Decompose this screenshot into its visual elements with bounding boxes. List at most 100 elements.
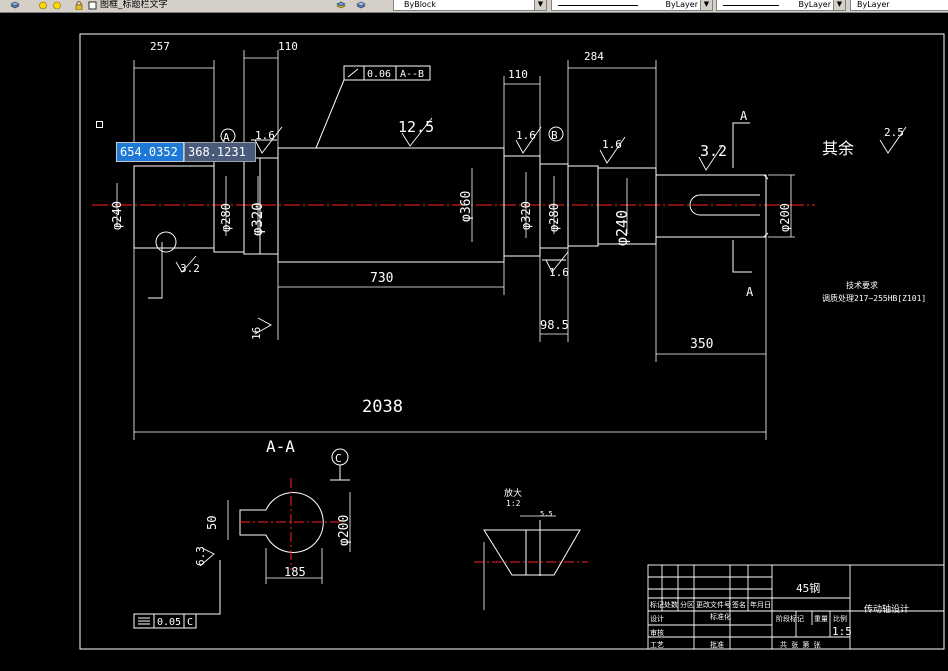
linetype-dropdown[interactable]: ByLayer ▼ (551, 0, 713, 11)
color-value: ByBlock (404, 0, 436, 9)
tb-sheets: 共 张 第 张 (780, 640, 821, 649)
roughness-symbols (148, 117, 907, 567)
layer-name-display[interactable]: 图框_标题栏文字 (100, 0, 168, 10)
detail-dimension: 5.5 (540, 510, 553, 518)
tb-standard: 标准化 (710, 612, 731, 621)
tb-weight: 重量 (814, 615, 828, 623)
tol2-value: 0.05 (157, 617, 181, 628)
material-label: 45钢 (796, 582, 820, 595)
layer-lock-icon[interactable] (74, 1, 84, 10)
rough-1-6-d: 1.6 (549, 266, 569, 279)
chevron-down-icon: ▼ (833, 0, 845, 10)
diam-200: φ200 (778, 203, 792, 232)
tech-requirements-line: 调质处理217~255HB[Z101] (822, 293, 926, 303)
tb-design: 设计 (650, 614, 664, 623)
diam-280-left: φ280 (219, 203, 233, 232)
color-dropdown[interactable]: ByBlock ▼ (393, 0, 547, 11)
tol2-reference: C (187, 617, 193, 628)
rough-3-2-b: 3.2 (700, 142, 727, 160)
diam-200-section: φ200 (337, 515, 352, 546)
tolerance-frame-1 (315, 65, 431, 149)
dim-350: 350 (690, 337, 713, 352)
chevron-down-icon: ▼ (700, 0, 712, 10)
tb-approve: 批准 (710, 640, 724, 649)
rough-1-6-a: 1.6 (255, 129, 275, 142)
section-cut-marks (732, 122, 752, 273)
scale-value: 1:5 (832, 625, 852, 638)
shaft-outline (133, 147, 769, 263)
rest-roughness-label: 其余 (822, 139, 854, 158)
rough-1-6-b: 1.6 (516, 129, 536, 142)
dim-730: 730 (370, 271, 393, 286)
dim-110-right: 110 (508, 68, 528, 81)
dim-110-left: 110 (278, 40, 298, 53)
section-a-a-view (227, 478, 351, 584)
tb-header-1: 处数 (664, 600, 678, 609)
chevron-down-icon: ▼ (534, 0, 546, 10)
dim-284: 284 (584, 50, 604, 63)
rough-16-e: 16 (250, 327, 263, 340)
rough-12-5: 12.5 (398, 118, 434, 136)
datum-markers (220, 126, 564, 481)
drawing-frame (79, 33, 945, 650)
dynamic-input-x[interactable]: 654.0352 (116, 142, 184, 162)
linetype-value: ByLayer (665, 0, 698, 9)
grip-point[interactable] (96, 121, 103, 128)
tol1-value: 0.06 (367, 69, 391, 80)
tb-header-4: 签名 (732, 600, 746, 609)
tb-ratio: 比例 (833, 614, 847, 623)
rough-6-3: 6.3 (194, 546, 207, 566)
detail-view (474, 515, 588, 610)
tol1-reference: A--B (400, 69, 424, 80)
plotstyle-dropdown[interactable]: ByLayer (850, 0, 948, 11)
datum-b-label: B (551, 129, 558, 142)
drawing-name: 传动轴设计 (864, 603, 909, 615)
tb-review: 审核 (650, 628, 664, 637)
diam-280-right: φ280 (547, 203, 561, 232)
section-a-bottom-label: A (746, 285, 754, 299)
dim-2038: 2038 (362, 397, 403, 417)
dim-98-5: 98.5 (540, 318, 569, 332)
lineweight-value: ByLayer (798, 0, 831, 9)
layer-color-icon[interactable] (88, 1, 98, 10)
diam-240-left: φ240 (110, 201, 124, 230)
detail-title: 放大 (504, 487, 522, 499)
dimension-lines (116, 50, 795, 440)
dim-185: 185 (284, 565, 306, 579)
tb-stage: 阶段标记 (776, 614, 804, 623)
detail-scale: 1:2 (506, 499, 521, 508)
rough-2-5: 2.5 (884, 126, 904, 139)
tb-header-2: 分区 (680, 600, 694, 609)
dim-50: 50 (205, 516, 219, 530)
datum-a-label: A (223, 131, 230, 144)
layer-freeze-icon[interactable] (52, 1, 62, 10)
layer-previous-icon[interactable] (336, 1, 346, 10)
tb-process: 工艺 (650, 641, 664, 649)
tech-requirements-title: 技术要求 (846, 280, 878, 290)
drawing-canvas[interactable]: 257 110 110 284 730 98.5 350 2038 185 50… (0, 12, 948, 671)
section-a-top-label: A (740, 109, 748, 123)
diam-240-right: φ240 (613, 210, 631, 246)
plotstyle-value: ByLayer (857, 0, 890, 9)
diam-360: φ360 (459, 191, 474, 222)
tb-header-0: 标记 (650, 600, 664, 609)
layers-icon[interactable] (10, 1, 20, 10)
layer-on-icon[interactable] (38, 1, 48, 10)
tb-header-5: 年月日 (750, 600, 771, 609)
linetype-preview (558, 5, 638, 6)
dim-257: 257 (150, 40, 170, 53)
title-block (647, 564, 945, 650)
rough-3-2-a: 3.2 (180, 262, 200, 275)
rough-1-6-c: 1.6 (602, 138, 622, 151)
properties-toolbar: 图框_标题栏文字 ByBlock ▼ ByLayer ▼ ByLayer ▼ B… (0, 0, 948, 13)
tb-header-3: 更改文件号 (696, 600, 731, 609)
layer-states-icon[interactable] (356, 1, 366, 10)
section-title: A-A (266, 437, 295, 456)
diam-320-left: φ320 (250, 202, 266, 236)
tolerance-frame-2 (133, 560, 221, 629)
lineweight-preview (723, 5, 779, 6)
diam-320-right: φ320 (519, 201, 533, 230)
dynamic-input-y[interactable]: 368.1231 (184, 142, 256, 162)
lineweight-dropdown[interactable]: ByLayer ▼ (716, 0, 846, 11)
datum-c-label: C (335, 452, 342, 465)
